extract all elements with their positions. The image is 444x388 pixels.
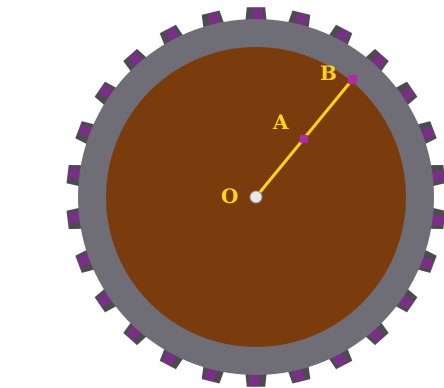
point-a-label: A	[272, 110, 289, 134]
point-a-marker	[300, 135, 308, 143]
point-o-label: O	[221, 184, 238, 208]
point-b-marker	[348, 75, 357, 84]
center-pin	[249, 190, 263, 204]
point-b-label: B	[320, 61, 337, 85]
